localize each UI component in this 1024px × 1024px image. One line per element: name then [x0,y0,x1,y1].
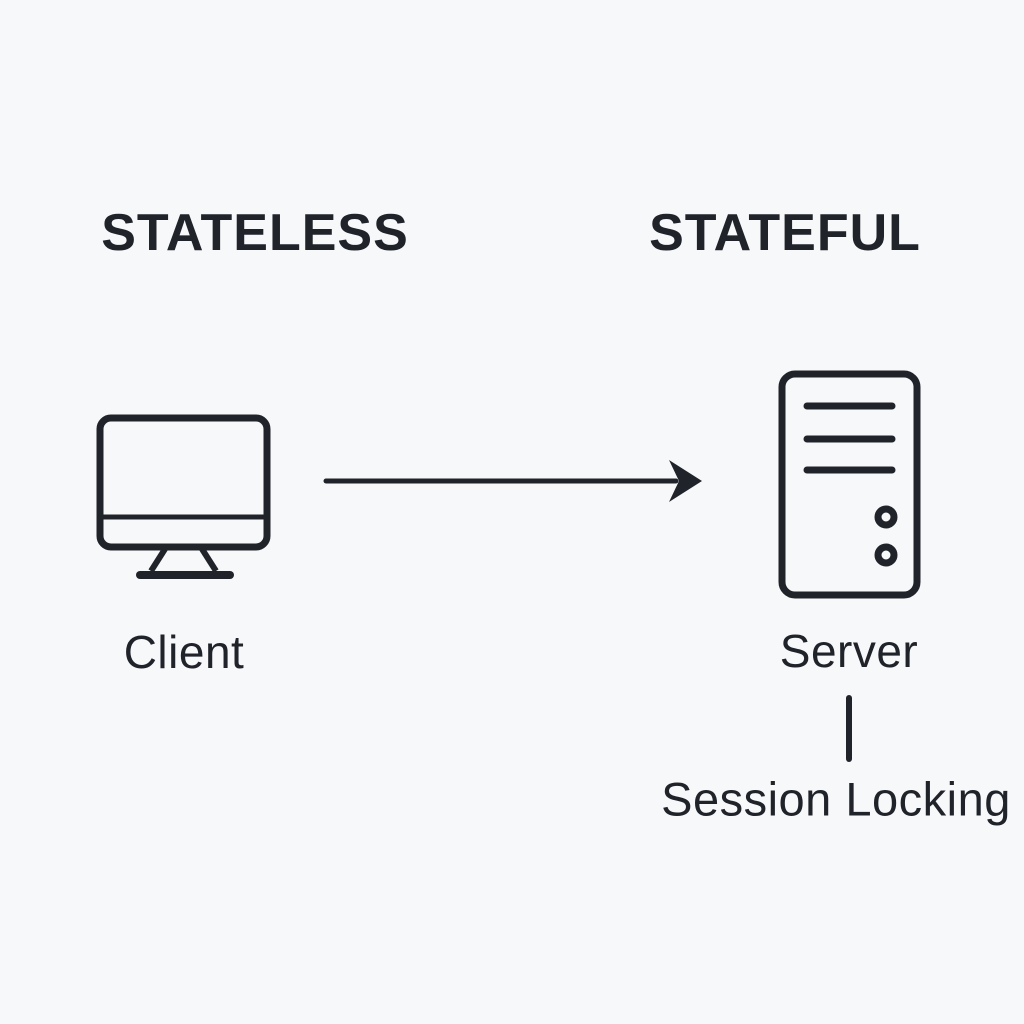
client-label: Client [123,626,245,678]
desktop-computer-icon [96,414,271,579]
server-tower-icon [778,370,921,599]
stateful-heading: STATEFUL [649,204,921,262]
stateless-heading: STATELESS [101,204,409,262]
server-label: Server [779,625,919,677]
client-to-server-arrow-icon [323,460,702,502]
session-locking-label: Session Locking [661,772,1011,826]
